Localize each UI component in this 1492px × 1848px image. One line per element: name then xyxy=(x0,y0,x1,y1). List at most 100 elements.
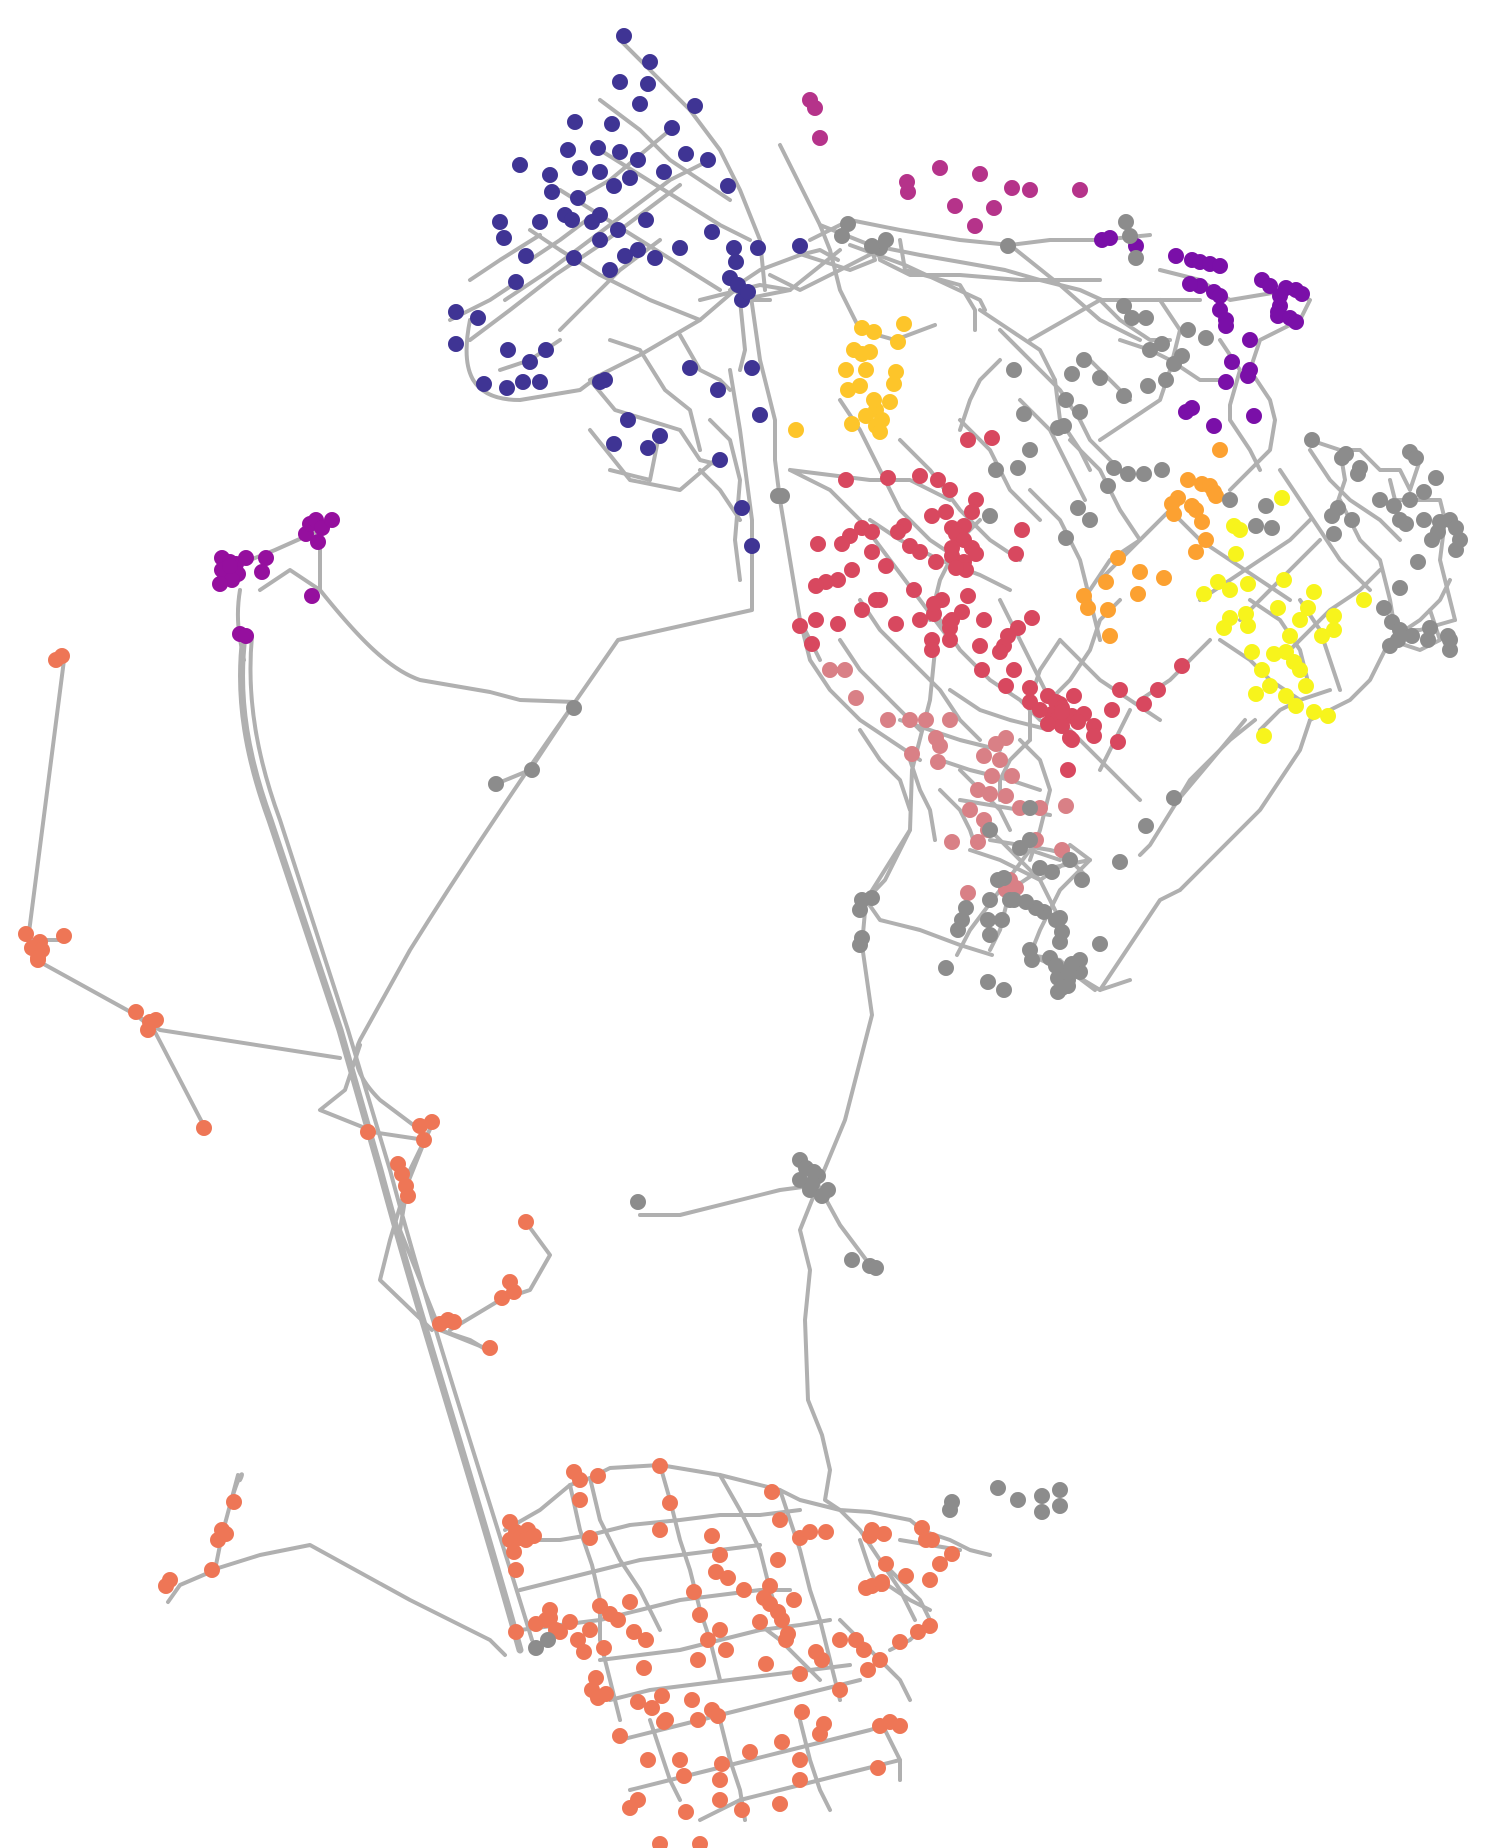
magenta-node xyxy=(1022,182,1038,198)
gray-node xyxy=(1258,498,1274,514)
indigo-node xyxy=(652,428,668,444)
salmon-node xyxy=(214,1522,230,1538)
salmon-node xyxy=(772,1796,788,1812)
crimson-node xyxy=(1112,682,1128,698)
yellow-node xyxy=(1238,606,1254,622)
gray-node xyxy=(1034,1504,1050,1520)
yellow-node xyxy=(1274,490,1290,506)
crimson-node xyxy=(1086,728,1102,744)
yellow-node xyxy=(1306,704,1322,720)
indigo-node xyxy=(632,96,648,112)
rose-node xyxy=(962,802,978,818)
crimson-node xyxy=(912,468,928,484)
yellow-node xyxy=(1196,586,1212,602)
gray-node xyxy=(806,1164,822,1180)
crimson-node xyxy=(1110,734,1126,750)
orange-node xyxy=(1180,472,1196,488)
salmon-node xyxy=(416,1132,432,1148)
salmon-node xyxy=(700,1632,716,1648)
gray-node xyxy=(1386,498,1402,514)
orange-node xyxy=(1110,550,1126,566)
salmon-node xyxy=(736,1582,752,1598)
crimson-node xyxy=(1054,704,1070,720)
gold-node xyxy=(882,394,898,410)
crimson-node xyxy=(878,558,894,574)
gray-node xyxy=(982,892,998,908)
salmon-node xyxy=(734,1802,750,1818)
crimson-node xyxy=(1024,610,1040,626)
crimson-node xyxy=(954,604,970,620)
crimson-node xyxy=(880,470,896,486)
gray-node xyxy=(1074,872,1090,888)
salmon-node xyxy=(860,1662,876,1678)
indigo-node xyxy=(532,214,548,230)
gray-node xyxy=(1118,214,1134,230)
gray-node xyxy=(528,1640,544,1656)
gold-node xyxy=(866,324,882,340)
magenta-node xyxy=(807,100,823,116)
salmon-node xyxy=(640,1752,656,1768)
yellow-node xyxy=(1254,662,1270,678)
gray-node xyxy=(1372,492,1388,508)
salmon-node xyxy=(676,1768,692,1784)
yellow-node xyxy=(1282,628,1298,644)
salmon-node xyxy=(876,1526,892,1542)
orange-node xyxy=(1212,442,1228,458)
gray-node xyxy=(1222,492,1238,508)
gray-node xyxy=(1100,478,1116,494)
salmon-node xyxy=(720,1570,736,1586)
gray-node xyxy=(820,1182,836,1198)
crimson-node xyxy=(864,544,880,560)
gray-node xyxy=(1158,372,1174,388)
indigo-node xyxy=(638,212,654,228)
crimson-node xyxy=(1104,702,1120,718)
crimson-node xyxy=(888,616,904,632)
indigo-node xyxy=(622,170,638,186)
gray-node xyxy=(1022,942,1038,958)
gray-node xyxy=(1334,450,1350,466)
gray-node xyxy=(792,1172,808,1188)
salmon-node xyxy=(654,1688,670,1704)
salmon-node xyxy=(792,1752,808,1768)
crimson-node xyxy=(1062,730,1078,746)
salmon-node xyxy=(708,1564,724,1580)
gray-node xyxy=(1376,600,1392,616)
crimson-node xyxy=(912,612,928,628)
gray-node xyxy=(1154,336,1170,352)
magenta-node xyxy=(812,130,828,146)
gray-node xyxy=(1198,330,1214,346)
salmon-node xyxy=(572,1492,588,1508)
purple-node xyxy=(1262,278,1278,294)
indigo-node xyxy=(744,538,760,554)
crimson-node xyxy=(830,616,846,632)
gray-node xyxy=(994,912,1010,928)
salmon-node xyxy=(818,1524,834,1540)
crimson-node xyxy=(984,430,1000,446)
gray-node xyxy=(1070,500,1086,516)
indigo-node xyxy=(642,54,658,70)
gray-node xyxy=(980,974,996,990)
salmon-node xyxy=(758,1656,774,1672)
indigo-node xyxy=(744,360,760,376)
indigo-node xyxy=(710,382,726,398)
gray-node xyxy=(630,1194,646,1210)
salmon-node xyxy=(612,1728,628,1744)
gray-node xyxy=(1062,852,1078,868)
salmon-node xyxy=(582,1530,598,1546)
indigo-node xyxy=(620,412,636,428)
indigo-node xyxy=(678,146,694,162)
rose-node xyxy=(976,748,992,764)
salmon-node xyxy=(910,1624,926,1640)
crimson-node xyxy=(792,618,808,634)
yellow-node xyxy=(1222,582,1238,598)
gray-node xyxy=(1106,460,1122,476)
salmon-node xyxy=(808,1644,824,1660)
purple-node xyxy=(1240,368,1256,384)
gray-node xyxy=(1402,492,1418,508)
orange-node xyxy=(1156,570,1172,586)
rose-node xyxy=(930,754,946,770)
salmon-node xyxy=(570,1632,586,1648)
indigo-node xyxy=(542,167,558,183)
gray-node xyxy=(1142,342,1158,358)
gray-node xyxy=(990,1480,1006,1496)
